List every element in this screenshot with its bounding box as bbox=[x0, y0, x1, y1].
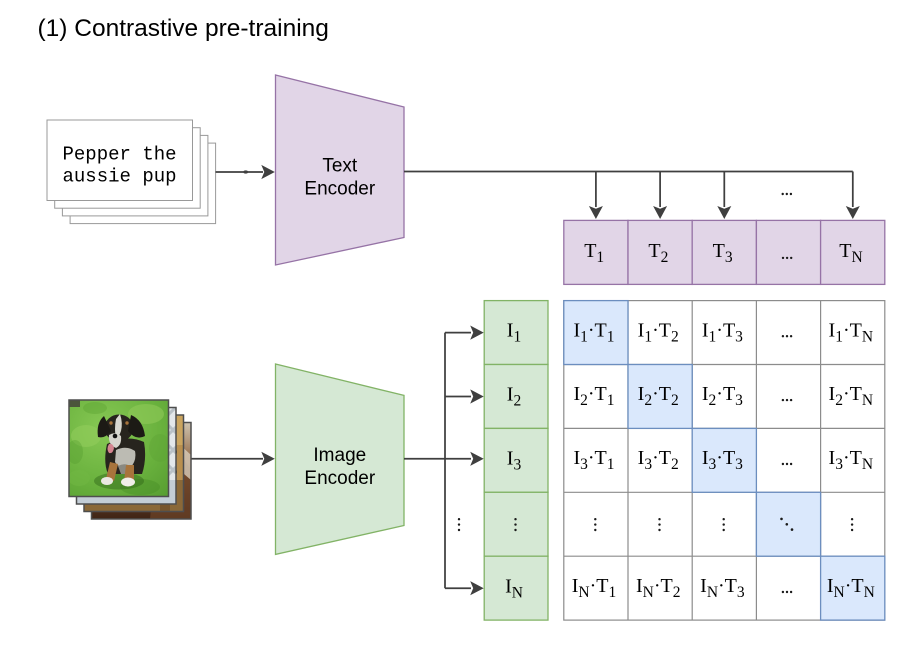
svg-text:I1·T1: I1·T1 bbox=[573, 319, 614, 345]
svg-text:IN·T1: IN·T1 bbox=[572, 575, 617, 601]
svg-text:Encoder: Encoder bbox=[304, 179, 375, 200]
svg-text:I2·TN: I2·TN bbox=[829, 383, 874, 409]
svg-text:I2: I2 bbox=[507, 383, 521, 409]
svg-text:IN·T3: IN·T3 bbox=[700, 575, 745, 601]
svg-text:I1: I1 bbox=[507, 320, 521, 346]
svg-text:IN: IN bbox=[505, 576, 523, 602]
svg-text:I1·TN: I1·TN bbox=[829, 319, 874, 345]
svg-text:Text: Text bbox=[322, 156, 358, 177]
svg-text:aussie pup: aussie pup bbox=[63, 166, 177, 188]
svg-text:I2·T1: I2·T1 bbox=[573, 383, 614, 409]
svg-text:I1·T2: I1·T2 bbox=[638, 319, 679, 345]
svg-text:T1: T1 bbox=[584, 240, 604, 266]
svg-text:I3·T3: I3·T3 bbox=[702, 447, 743, 473]
svg-text:I3·TN: I3·TN bbox=[829, 447, 874, 473]
svg-text:I3: I3 bbox=[507, 447, 522, 473]
svg-text:I2·T2: I2·T2 bbox=[638, 383, 679, 409]
svg-text:Pepper the: Pepper the bbox=[63, 144, 177, 166]
svg-text:Encoder: Encoder bbox=[304, 468, 375, 489]
svg-text:Image: Image bbox=[313, 445, 366, 466]
svg-text:I3·T2: I3·T2 bbox=[638, 447, 679, 473]
svg-text:I1·T3: I1·T3 bbox=[702, 319, 743, 345]
svg-text:I2·T3: I2·T3 bbox=[702, 383, 743, 409]
svg-text:T3: T3 bbox=[713, 240, 733, 266]
svg-text:IN·TN: IN·TN bbox=[827, 575, 875, 601]
svg-text:I3·T1: I3·T1 bbox=[573, 447, 614, 473]
svg-text:T2: T2 bbox=[648, 240, 668, 266]
svg-text:TN: TN bbox=[839, 240, 862, 266]
svg-text:(1) Contrastive pre-training: (1) Contrastive pre-training bbox=[38, 15, 329, 42]
svg-text:IN·T2: IN·T2 bbox=[636, 575, 681, 601]
